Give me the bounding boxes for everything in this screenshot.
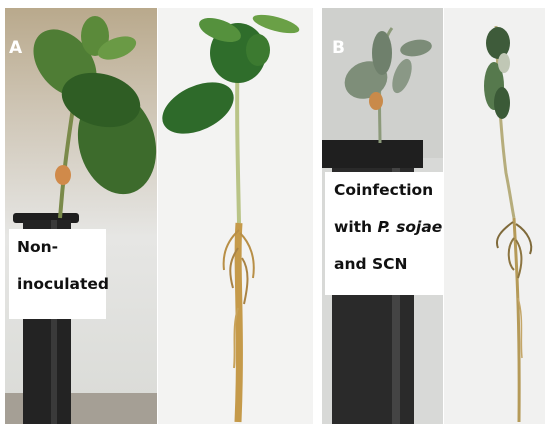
panel-a-label-line-2: inoculated bbox=[17, 275, 110, 293]
panel-b-label-with: with bbox=[334, 218, 378, 236]
panel-a-label: Non- inoculated bbox=[9, 229, 110, 319]
photo-a-uprooted bbox=[158, 8, 313, 424]
panel-a-letter: A bbox=[9, 38, 23, 58]
panel-b-label-species: P. sojae bbox=[377, 218, 443, 236]
panel-b-letter: B bbox=[332, 38, 345, 58]
panel-b-label: Coinfection with P. sojae and SCN bbox=[325, 172, 444, 295]
photo-a-potted: A bbox=[5, 8, 157, 424]
panel-a-label-line-1: Non- bbox=[17, 238, 59, 256]
panel-b-label-line-3: and SCN bbox=[334, 255, 408, 273]
photo-b-uprooted bbox=[444, 8, 545, 424]
panel-b-label-line-1: Coinfection bbox=[334, 181, 434, 199]
panel-b-label-line-2: with P. sojae bbox=[334, 209, 444, 246]
